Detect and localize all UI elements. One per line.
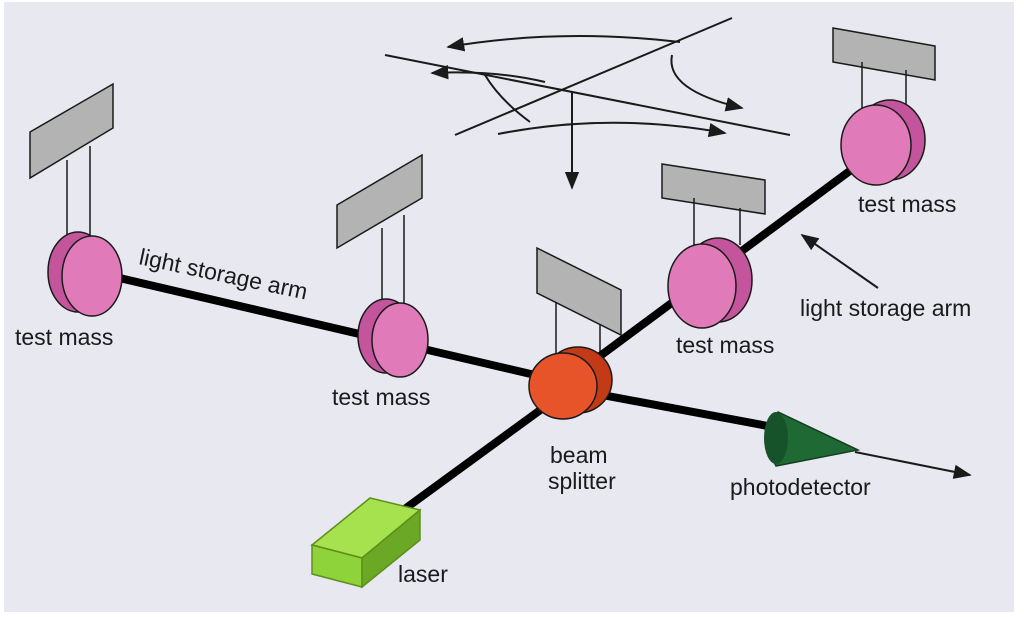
suspension-far-right xyxy=(832,27,936,110)
label-test-mass-far-left: test mass xyxy=(15,324,113,350)
beam-left-arm xyxy=(94,269,569,386)
label-test-mass-near-left: test mass xyxy=(332,384,430,410)
photodetector-output-arrow xyxy=(854,451,972,479)
beam-splitter xyxy=(528,346,613,420)
test-mass-far-left xyxy=(47,231,123,317)
photodetector-shape xyxy=(764,411,861,467)
suspension-far-left xyxy=(29,82,114,242)
light-storage-arm-pointer xyxy=(800,233,879,289)
laser-box xyxy=(310,497,422,589)
label-test-mass-far-right: test mass xyxy=(858,191,956,217)
suspension-near-right xyxy=(661,163,766,245)
label-beam-splitter-line1: beam xyxy=(550,442,608,468)
label-test-mass-near-right: test mass xyxy=(676,332,774,358)
label-laser: laser xyxy=(398,561,448,587)
test-mass-near-right xyxy=(667,237,753,329)
label-photodetector: photodetector xyxy=(730,474,871,500)
gravitational-wave-symbol xyxy=(384,17,791,190)
test-mass-near-left xyxy=(357,298,429,378)
test-mass-far-right xyxy=(840,99,926,186)
label-light-storage-arm-right: light storage arm xyxy=(800,295,971,321)
label-beam-splitter-line2: splitter xyxy=(548,468,616,494)
suspension-near-left xyxy=(336,153,423,305)
